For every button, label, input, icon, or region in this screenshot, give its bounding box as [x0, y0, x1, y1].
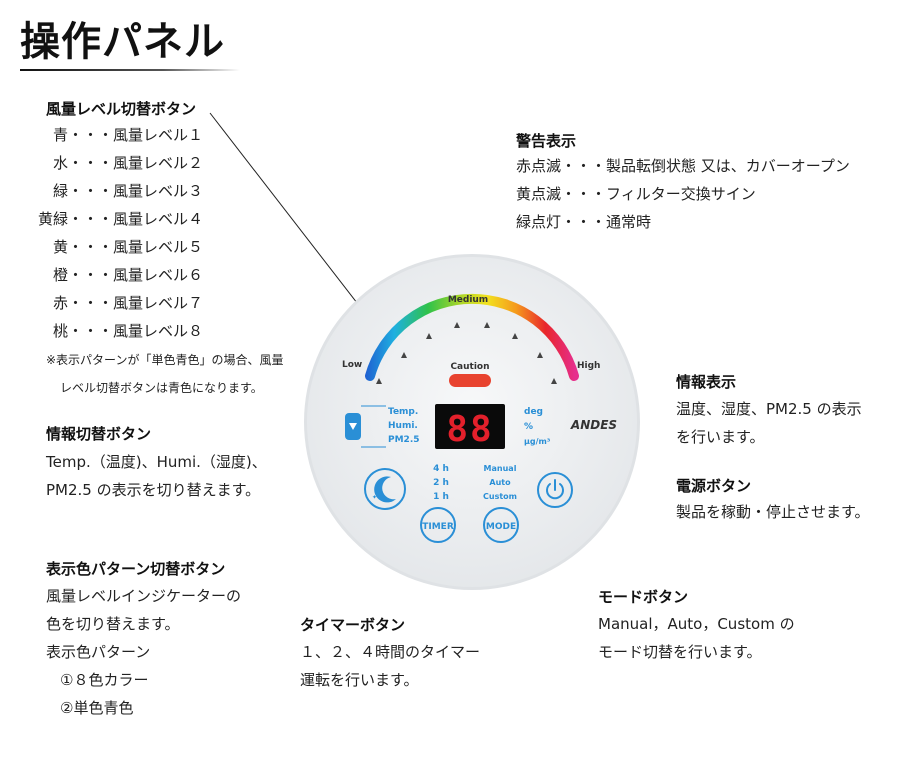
- timer-heading: タイマーボタン: [300, 616, 406, 634]
- list-item: 緑・・・風量レベル３: [52, 182, 204, 200]
- caution-label: Caution: [450, 362, 489, 372]
- color-pattern-line-1: 風量レベルインジケーターの: [46, 587, 242, 605]
- mode-option-custom: Custom: [483, 492, 517, 501]
- fan-level-ticks: [376, 322, 557, 384]
- timer-option-2h: 2 h: [433, 478, 449, 488]
- fan-tick: [426, 333, 432, 339]
- fan-level-note-2: レベル切替ボタンは青色になります。: [60, 381, 263, 395]
- info-switch-button[interactable]: [345, 413, 361, 440]
- list-item: 水・・・風量レベル２: [52, 154, 204, 172]
- list-item: 青・・・風量レベル１: [52, 126, 204, 144]
- color-pattern-line-5: ②単色青色: [60, 699, 134, 717]
- fan-tick: [454, 322, 460, 328]
- color-pattern-line-2: 色を切り替えます。: [46, 615, 180, 633]
- fan-tick: [512, 333, 518, 339]
- power-heading: 電源ボタン: [676, 477, 752, 495]
- timer-line-2: 運転を行います。: [300, 671, 419, 689]
- fan-tick: [551, 378, 557, 384]
- fan-tick: [376, 378, 382, 384]
- leader-line: [209, 112, 396, 353]
- list-item: 橙・・・風量レベル６: [52, 266, 204, 284]
- color-pattern-line-3: 表示色パターン: [46, 643, 151, 661]
- info-display-line-2: を行います。: [676, 428, 765, 446]
- brand-logo: ANDES: [570, 418, 617, 432]
- power-line-1: 製品を稼動・停止させます。: [676, 503, 870, 521]
- info-temp-label: Temp.: [388, 407, 418, 417]
- timer-option-4h: 4 h: [433, 464, 449, 474]
- fan-level-heading: 風量レベル切替ボタン: [46, 100, 197, 118]
- timer-line-1: １、２、４時間のタイマー: [300, 643, 481, 661]
- mode-button-label: MODE: [486, 522, 516, 532]
- star-icon: ✦: [375, 482, 381, 490]
- unit-pm: µg/m³: [524, 437, 551, 446]
- fan-level-indicator[interactable]: [365, 293, 579, 381]
- info-switch-line-1: Temp.（温度)、Humi.（湿度)、: [46, 453, 267, 471]
- info-switch-heading: 情報切替ボタン: [46, 425, 152, 443]
- mode-option-manual: Manual: [484, 464, 517, 473]
- color-pattern-heading: 表示色パターン切替ボタン: [46, 560, 226, 578]
- list-item: 桃・・・風量レベル８: [52, 322, 204, 340]
- caution-indicator: [449, 374, 491, 387]
- list-item: 黄・・・風量レベル５: [52, 238, 204, 256]
- label-low: Low: [342, 360, 362, 370]
- page-title: 操作パネル: [20, 19, 225, 65]
- mode-option-auto: Auto: [489, 478, 511, 487]
- timer-option-1h: 1 h: [433, 492, 449, 502]
- mode-heading: モードボタン: [598, 588, 689, 606]
- mode-line-1: Manual，Auto，Custom の: [598, 615, 795, 633]
- timer-button-label: TIMER: [422, 522, 454, 532]
- warning-heading: 警告表示: [516, 132, 577, 150]
- fan-level-list: 青・・・風量レベル１ 水・・・風量レベル２ 緑・・・風量レベル３ 黄緑・・・風量…: [38, 121, 203, 345]
- info-switch-line-2: PM2.5 の表示を切り替えます。: [46, 481, 261, 499]
- info-pm-label: PM2.5: [388, 435, 420, 445]
- warning-line-2: 黄点滅・・・フィルター交換サイン: [516, 185, 756, 203]
- fan-tick: [484, 322, 490, 328]
- unit-deg: deg: [524, 407, 543, 417]
- list-item: 黄緑・・・風量レベル４: [38, 210, 204, 228]
- power-icon: [546, 483, 564, 500]
- list-item: 赤・・・風量レベル７: [52, 294, 204, 312]
- info-display-line-1: 温度、湿度、PM2.5 の表示: [676, 400, 862, 418]
- fan-tick: [401, 352, 407, 358]
- power-button[interactable]: [537, 472, 573, 508]
- warning-line-3: 緑点灯・・・通常時: [516, 213, 652, 231]
- digital-display: [435, 404, 505, 449]
- info-display-heading: 情報表示: [676, 373, 737, 391]
- timer-button[interactable]: [420, 507, 456, 543]
- color-pattern-button[interactable]: [364, 468, 406, 510]
- mode-line-2: モード切替を行います。: [598, 643, 762, 661]
- label-high: High: [577, 361, 600, 371]
- warning-line-1: 赤点滅・・・製品転倒状態 又は、カバーオープン: [516, 157, 850, 175]
- unit-percent: %: [524, 422, 533, 432]
- info-bracket: [361, 405, 386, 448]
- star-icon: ✦: [372, 494, 377, 501]
- info-humi-label: Humi.: [388, 421, 418, 431]
- mode-button[interactable]: [483, 507, 519, 543]
- color-pattern-line-4: ①８色カラー: [60, 671, 149, 689]
- display-digits: 88: [446, 409, 493, 450]
- fan-tick: [537, 352, 543, 358]
- fan-level-note-1: ※表示パターンが「単色青色」の場合、風量: [46, 353, 284, 367]
- moon-icon: [374, 476, 396, 503]
- title-underline: [20, 69, 240, 71]
